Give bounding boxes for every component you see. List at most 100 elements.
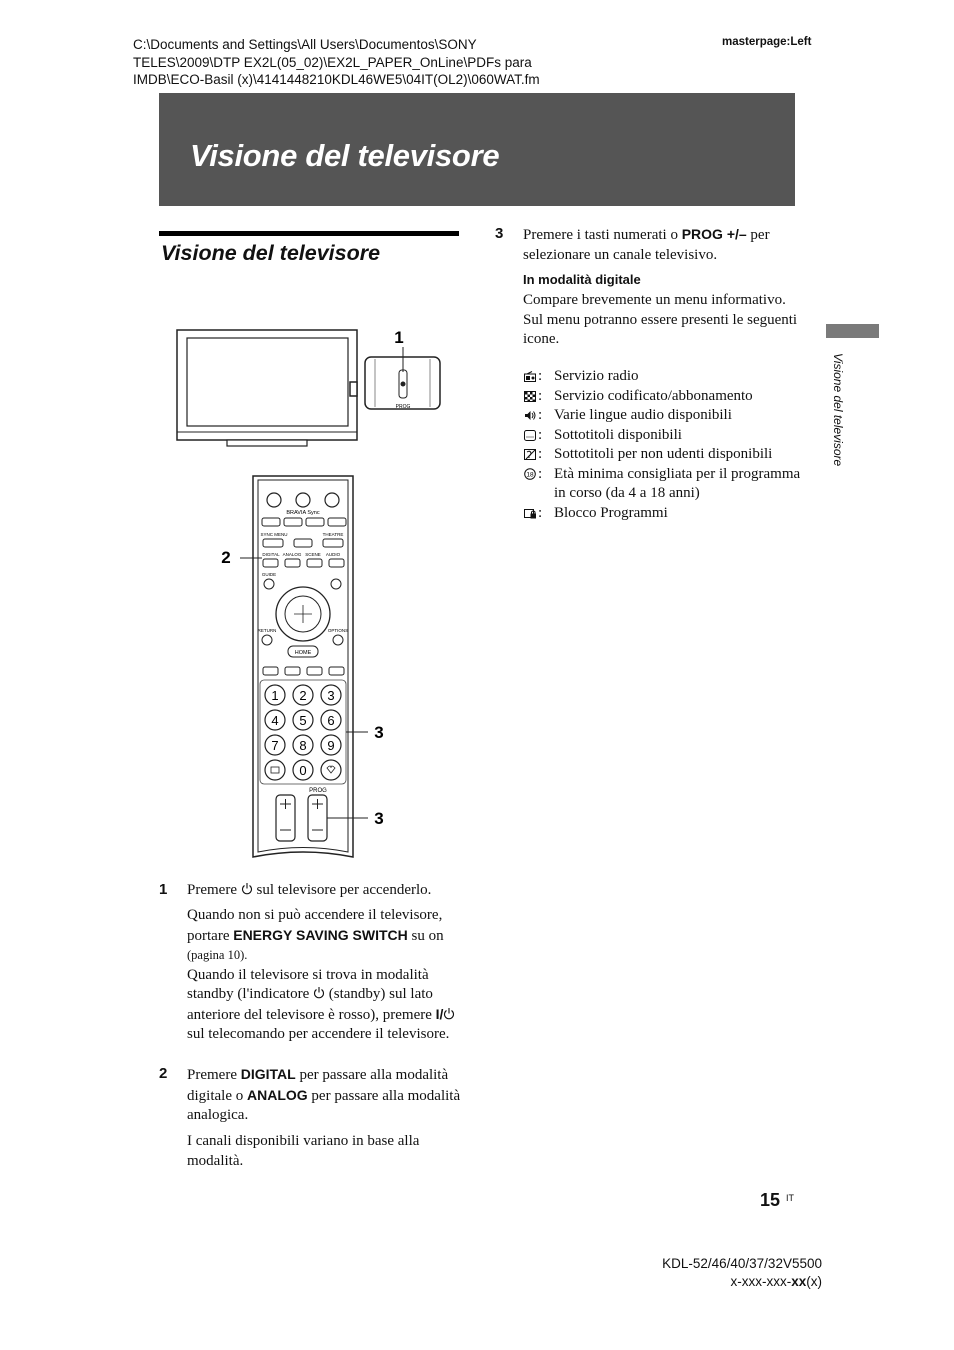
step-2-note: I canali disponibili variano in base all… [187, 1133, 420, 1169]
step-2-number: 2 [159, 1065, 168, 1082]
document-code: x-xxx-xxx-xx(x) [600, 1273, 822, 1291]
subtitles-icon [522, 426, 538, 445]
step-3-post: per selezionare un canale televisivo. [523, 227, 770, 263]
remote-return: RETURN [258, 628, 277, 633]
step-2-post: per passare alla modalità analogica. [187, 1087, 461, 1124]
standby-icon [314, 987, 324, 999]
remote-theatre: THEATRE [323, 532, 344, 537]
callout-3a: 3 [374, 723, 383, 742]
icon-colon: : [538, 387, 543, 404]
remote-sync-menu: SYNC MENU [260, 532, 287, 537]
remote-analog: ANALOG [283, 552, 302, 557]
audio-languages-icon [522, 406, 538, 425]
step-3-pre: Premere i tasti numerati o [523, 227, 678, 243]
step-3-text: Premere i tasti numerati o PROG +/– per … [523, 225, 798, 265]
remote-key-5: 5 [299, 713, 306, 728]
digital-mode-heading: In modalità digitale [523, 272, 641, 287]
prog-key-label: PROG +/– [681, 226, 747, 242]
remote-key-2: 2 [299, 688, 306, 703]
step-1-text: Premere sul televisore per accenderlo. [187, 881, 462, 901]
power-icon [241, 883, 252, 895]
step-1-standby-note: Quando il televisore si trova in modalit… [187, 966, 467, 1045]
list-item: 18 : Età minima consigliata per il progr… [522, 465, 812, 504]
radio-icon [522, 367, 538, 386]
step-1-standby-text-a: Quando il televisore si trova in modalit… [187, 966, 429, 1003]
side-tab-label: Visione del televisore [831, 353, 845, 467]
callout-3b: 3 [374, 809, 383, 828]
icon-colon: : [538, 465, 543, 482]
remote-guide: GUIDE [262, 572, 276, 577]
remote-key-7: 7 [271, 738, 278, 753]
icon-description: Servizio codificato/abbonamento [554, 387, 753, 404]
remote-key-0: 0 [299, 763, 306, 778]
tv-prog-label: PROG [396, 404, 411, 410]
icon-colon: : [538, 426, 543, 443]
icon-colon: : [538, 407, 543, 423]
remote-key-1: 1 [271, 688, 278, 703]
page-number: 15 [760, 1190, 781, 1210]
power-key-label: I/ [435, 1005, 444, 1022]
remote-key-3: 3 [327, 688, 334, 703]
remote-bravia-sync: BRAVIA Sync [286, 510, 319, 516]
list-item: : Servizio codificato/abbonamento [522, 387, 812, 407]
icon-description: Servizio radio [554, 368, 639, 384]
icon-description: Blocco Programmi [554, 504, 668, 521]
section-rule [159, 231, 459, 236]
remote-home: HOME [295, 650, 312, 656]
icon-description: Età minima consigliata per il programma … [554, 465, 801, 502]
tv-remote-illustration: PROG 1 BRAVIA Sync SYNC MENU THEATRE DIG… [176, 328, 441, 858]
step-1-pre: Premere [187, 882, 237, 898]
scrambled-icon [522, 387, 538, 406]
icon-colon: : [538, 504, 543, 521]
callout-1: 1 [394, 328, 403, 347]
chapter-title: Visione del televisore [190, 138, 500, 173]
icon-colon: : [538, 446, 543, 462]
file-path-header: C:\Documents and Settings\All Users\Docu… [133, 36, 693, 89]
list-item: : Blocco Programmi [522, 504, 812, 524]
digital-key-label: DIGITAL [240, 1066, 296, 1082]
icon-description: Sottotitoli per non udenti disponibili [554, 446, 773, 462]
code-part-a: x-xxx-xxx- [730, 1273, 792, 1289]
remote-prog-label: PROG [309, 788, 327, 794]
file-path-line-2: TELES\2009\DTP EX2L(05_02)\EX2L_PAPER_On… [133, 54, 532, 70]
info-icons-list: : Servizio radio : Servizio codificato/a… [522, 367, 812, 523]
tv-illustration: PROG [176, 329, 441, 447]
step-2-text: Premere DIGITAL per passare alla modalit… [187, 1065, 467, 1126]
digital-mode-description: Compare brevemente un menu informativo. … [523, 292, 798, 347]
list-item: : Sottotitoli per non udenti disponibili [522, 445, 812, 465]
list-item: : Servizio radio [522, 367, 812, 387]
code-part-b: xx [791, 1273, 807, 1289]
step-1-standby-text-b: (standby) sul lato anteriore del televis… [187, 986, 433, 1023]
power-key-icon [444, 1007, 455, 1019]
remote-illustration: BRAVIA Sync SYNC MENU THEATRE DIGITAL AN… [252, 475, 354, 858]
page-reference: (pagina 10). [187, 948, 248, 962]
remote-audio: AUDIO [326, 552, 341, 557]
chapter-banner [159, 93, 795, 206]
step-1-number: 1 [159, 881, 168, 898]
analog-key-label: ANALOG [247, 1086, 308, 1103]
callout-2: 2 [221, 548, 230, 567]
step-1-post: sul televisore per accenderlo. [256, 882, 432, 898]
remote-key-9: 9 [327, 738, 334, 753]
remote-digital: DIGITAL [262, 552, 280, 557]
step-2-pre: Premere [187, 1067, 237, 1083]
remote-key-8: 8 [299, 738, 306, 753]
file-path-line-3: IMDB\ECO-Basil (x)\4141448210KDL46WE5\04… [133, 72, 540, 87]
step-3-number: 3 [495, 225, 504, 242]
parental-lock-icon [522, 504, 538, 523]
masterpage-label: masterpage:Left [722, 36, 812, 48]
energy-saving-switch-label: ENERGY SAVING SWITCH [233, 926, 408, 943]
icon-description: Varie lingue audio disponibili [554, 407, 732, 423]
step-2-mid: per passare alla modalità digitale o [187, 1067, 449, 1104]
side-thumb-tab [826, 324, 879, 338]
file-path-line-1: C:\Documents and Settings\All Users\Docu… [133, 37, 477, 52]
minimum-age-icon: 18 [522, 465, 538, 484]
list-item: : Varie lingue audio disponibili [522, 406, 812, 426]
icon-colon: : [538, 368, 543, 384]
remote-key-4: 4 [271, 713, 278, 728]
remote-scene: SCENE [305, 552, 321, 557]
icon-description: Sottotitoli disponibili [554, 426, 682, 443]
page-language: IT [786, 1193, 794, 1203]
step-1-details: Quando non si può accendere il televisor… [187, 906, 467, 1045]
hearing-impaired-subtitles-icon [522, 445, 538, 464]
